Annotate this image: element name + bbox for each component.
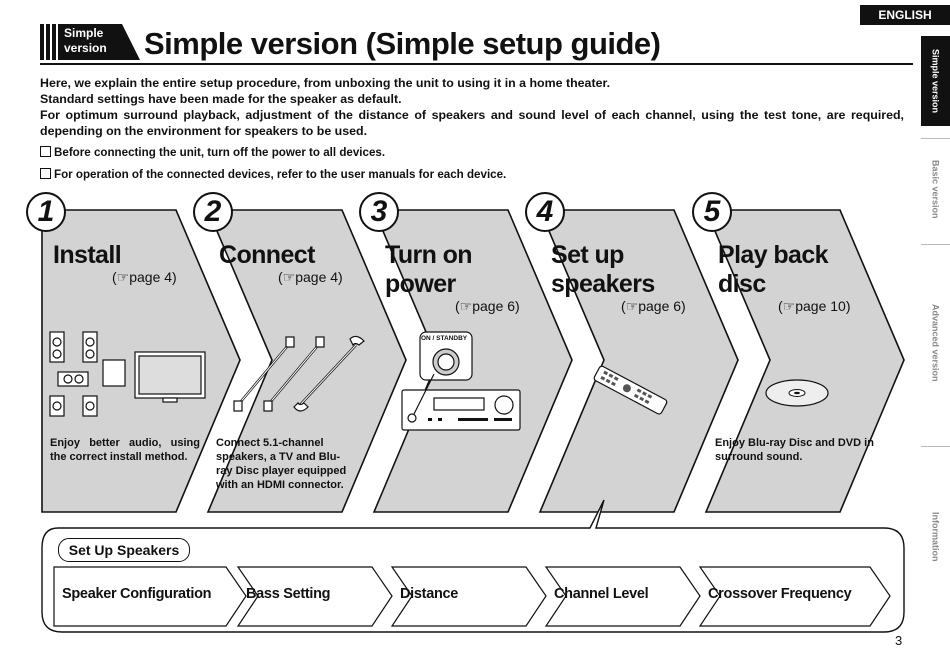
side-tab-advanced-version[interactable]: Advanced version <box>921 244 950 441</box>
step-4-number: 4 <box>536 195 554 228</box>
step-4-title-line2: speakers <box>551 270 655 298</box>
badge-line2: version <box>64 41 107 55</box>
page-title: Simple version (Simple setup guide) <box>144 26 661 61</box>
step-2-page-ref: (☞page 4) <box>278 269 343 285</box>
step-4-chevron <box>538 209 739 513</box>
setup-item-speaker-configuration: Speaker Configuration <box>62 586 212 602</box>
on-standby-label: ON / STANDBY <box>421 335 468 342</box>
badge-text: Simple version <box>64 26 107 56</box>
step-5-page-ref: (☞page 10) <box>778 298 851 314</box>
hand-pointer-icon: (☞ <box>112 269 130 285</box>
setup-item-bass-setting: Bass Setting <box>246 586 331 602</box>
simple-version-badge <box>62 24 140 60</box>
setup-arrow-3 <box>390 566 547 627</box>
step-2-number: 2 <box>204 195 222 228</box>
step-2-chevron <box>206 209 407 513</box>
step-5-number: 5 <box>703 195 721 228</box>
setup-arrow-4 <box>544 566 701 627</box>
title-divider <box>40 63 913 65</box>
side-tab-information[interactable]: Information <box>921 446 950 627</box>
badge-bars-decoration <box>40 24 62 60</box>
step-5-description: Enjoy Blu-ray Disc and DVD in surround s… <box>715 437 874 463</box>
step-4-title-line1: Set up <box>551 241 624 269</box>
step-1-title: Install <box>53 241 122 269</box>
hand-pointer-icon: (☞ <box>455 298 473 314</box>
disc-illustration <box>765 379 829 407</box>
setup-item-channel-level: Channel Level <box>554 586 649 602</box>
step-3-number: 3 <box>370 195 388 228</box>
step-2-title: Connect <box>219 241 315 269</box>
setup-arrow-2 <box>236 566 393 627</box>
intro-text: Here, we explain the entire setup proced… <box>40 75 904 139</box>
step-5-title-line2: disc <box>718 270 766 298</box>
intro-line1: Here, we explain the entire setup proced… <box>40 76 611 90</box>
step-3-title-line2: power <box>385 270 456 298</box>
hand-pointer-icon: (☞ <box>621 298 639 314</box>
step-2-description: Connect 5.1-channel speakers, a TV and B… <box>216 437 347 491</box>
step-5-title-line1: Play back <box>718 241 829 269</box>
step-1-description: Enjoy better audio, using the correct in… <box>50 437 200 463</box>
side-tab-simple-version[interactable]: Simple version <box>921 36 950 126</box>
setup-item-distance: Distance <box>400 586 459 602</box>
side-tab-basic-version[interactable]: Basic version <box>921 138 950 239</box>
note-power-off: Before connecting the unit, turn off the… <box>40 146 385 159</box>
step-1-number: 1 <box>37 195 55 228</box>
hand-pointer-icon: (☞ <box>278 269 296 285</box>
setup-arrow-1 <box>53 566 247 627</box>
checkbox-icon <box>40 146 51 157</box>
badge-line1: Simple <box>64 26 104 40</box>
setup-speakers-label: Set Up Speakers <box>58 538 190 562</box>
cables-illustration <box>233 335 365 412</box>
language-tab: ENGLISH <box>860 5 950 25</box>
note-user-manuals-text: For operation of the connected devices, … <box>54 168 507 181</box>
note-user-manuals: For operation of the connected devices, … <box>40 168 506 181</box>
setup-item-crossover-frequency: Crossover Frequency <box>708 586 852 602</box>
page-number: 3 <box>895 633 903 648</box>
step-3-title-line1: Turn on <box>385 241 473 269</box>
intro-line2: Standard settings have been made for the… <box>40 92 402 106</box>
checkbox-icon <box>40 168 51 179</box>
remote-control-illustration <box>593 366 668 415</box>
speakers-and-tv-illustration <box>49 331 206 417</box>
setup-arrow-5 <box>698 566 891 627</box>
note-power-off-text: Before connecting the unit, turn off the… <box>54 146 386 159</box>
hand-pointer-icon: (☞ <box>778 298 796 314</box>
intro-line3: For optimum surround playback, adjustmen… <box>40 108 904 138</box>
step-4-page-ref: (☞page 6) <box>621 298 686 314</box>
receiver-illustration <box>401 331 521 431</box>
step-1-page-ref: (☞page 4) <box>112 269 177 285</box>
step-3-page-ref: (☞page 6) <box>455 298 520 314</box>
step-5-chevron <box>704 209 905 513</box>
